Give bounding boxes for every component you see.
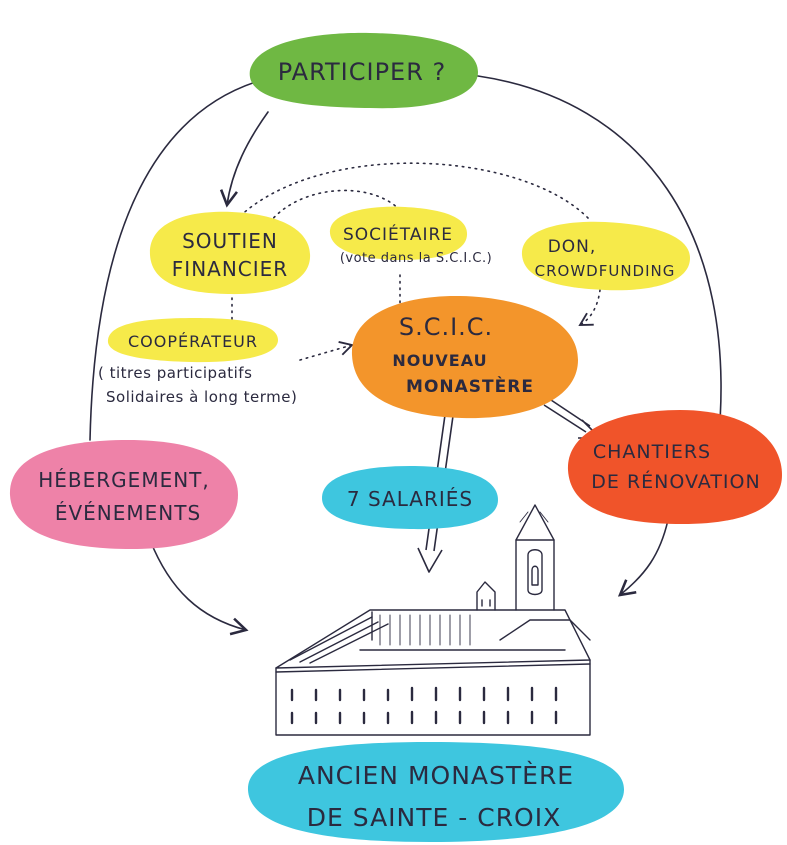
- monastere-line-2: DE SAINTE - CROIX: [307, 803, 562, 832]
- cooperateur-bubble: [107, 318, 278, 363]
- cooperateur-note-line-2: Solidaires à long terme): [106, 388, 297, 406]
- scic-line-2: NOUVEAU: [392, 351, 487, 370]
- scic-bubble: [351, 295, 578, 419]
- monastere-bubble: [247, 742, 625, 842]
- don-node: DON, CROWDFUNDING: [521, 221, 690, 291]
- cooperateur-label: COOPÉRATEUR: [128, 332, 258, 351]
- salaries-label: 7 SALARIÉS: [347, 487, 473, 511]
- monastere-node: ANCIEN MONASTÈRE DE SAINTE - CROIX: [247, 742, 625, 842]
- loop-right-line: [477, 75, 722, 446]
- dotted-don-to-scic: [578, 289, 601, 326]
- soutien-line-1: SOUTIEN: [182, 229, 278, 253]
- participer-label: PARTICIPER ?: [278, 58, 447, 86]
- chantiers-node: CHANTIERS DE RÉNOVATION: [567, 410, 782, 525]
- hebergement-line-2: ÉVÉNEMENTS: [55, 501, 201, 525]
- chantiers-line-2: DE RÉNOVATION: [591, 470, 760, 493]
- salaries-bubble: [322, 466, 498, 530]
- hebergement-node: HÉBERGEMENT, ÉVÉNEMENTS: [9, 440, 239, 550]
- soutien-bubble: [149, 211, 311, 295]
- soutien-node: SOUTIEN FINANCIER: [149, 211, 311, 295]
- hebergement-to-monastere-arrow: [149, 539, 249, 636]
- participer-bubble: [249, 32, 478, 109]
- chantiers-to-monastere-arrow: [617, 519, 669, 597]
- connectors: [89, 75, 722, 636]
- monastery-drawing: [275, 504, 591, 736]
- dotted-cooperateur-to-scic: [299, 341, 354, 361]
- monastere-line-1: ANCIEN MONASTÈRE: [298, 761, 574, 790]
- scic-line-3: MONASTÈRE: [406, 375, 534, 397]
- cooperateur-note-line-1: ( titres participatifs: [98, 364, 252, 382]
- don-bubble: [521, 221, 690, 291]
- societaire-label: SOCIÉTAIRE: [343, 223, 453, 245]
- cooperateur-node: COOPÉRATEUR ( titres participatifs Solid…: [98, 318, 297, 406]
- participer-to-soutien-arrow: [219, 111, 269, 208]
- loop-left-line: [89, 79, 263, 441]
- salaries-node: 7 SALARIÉS: [322, 466, 498, 530]
- scic-node: S.C.I.C. NOUVEAU MONASTÈRE: [351, 295, 578, 419]
- societaire-note: (vote dans la S.C.I.C.): [340, 251, 492, 266]
- soutien-line-2: FINANCIER: [172, 257, 288, 281]
- societaire-bubble: [329, 206, 468, 260]
- participer-node: PARTICIPER ?: [249, 32, 478, 109]
- chantiers-line-1: CHANTIERS: [593, 441, 711, 463]
- hebergement-bubble: [9, 440, 239, 550]
- scic-line-1: S.C.I.C.: [399, 313, 493, 341]
- dotted-don-to-soutien: [237, 162, 589, 219]
- don-line-2: CROWDFUNDING: [535, 262, 676, 280]
- societaire-node: SOCIÉTAIRE (vote dans la S.C.I.C.): [329, 206, 492, 266]
- hebergement-line-1: HÉBERGEMENT,: [38, 468, 210, 492]
- don-line-1: DON,: [548, 237, 597, 257]
- chantiers-bubble: [567, 410, 782, 525]
- dotted-societaire-to-soutien: [269, 189, 401, 223]
